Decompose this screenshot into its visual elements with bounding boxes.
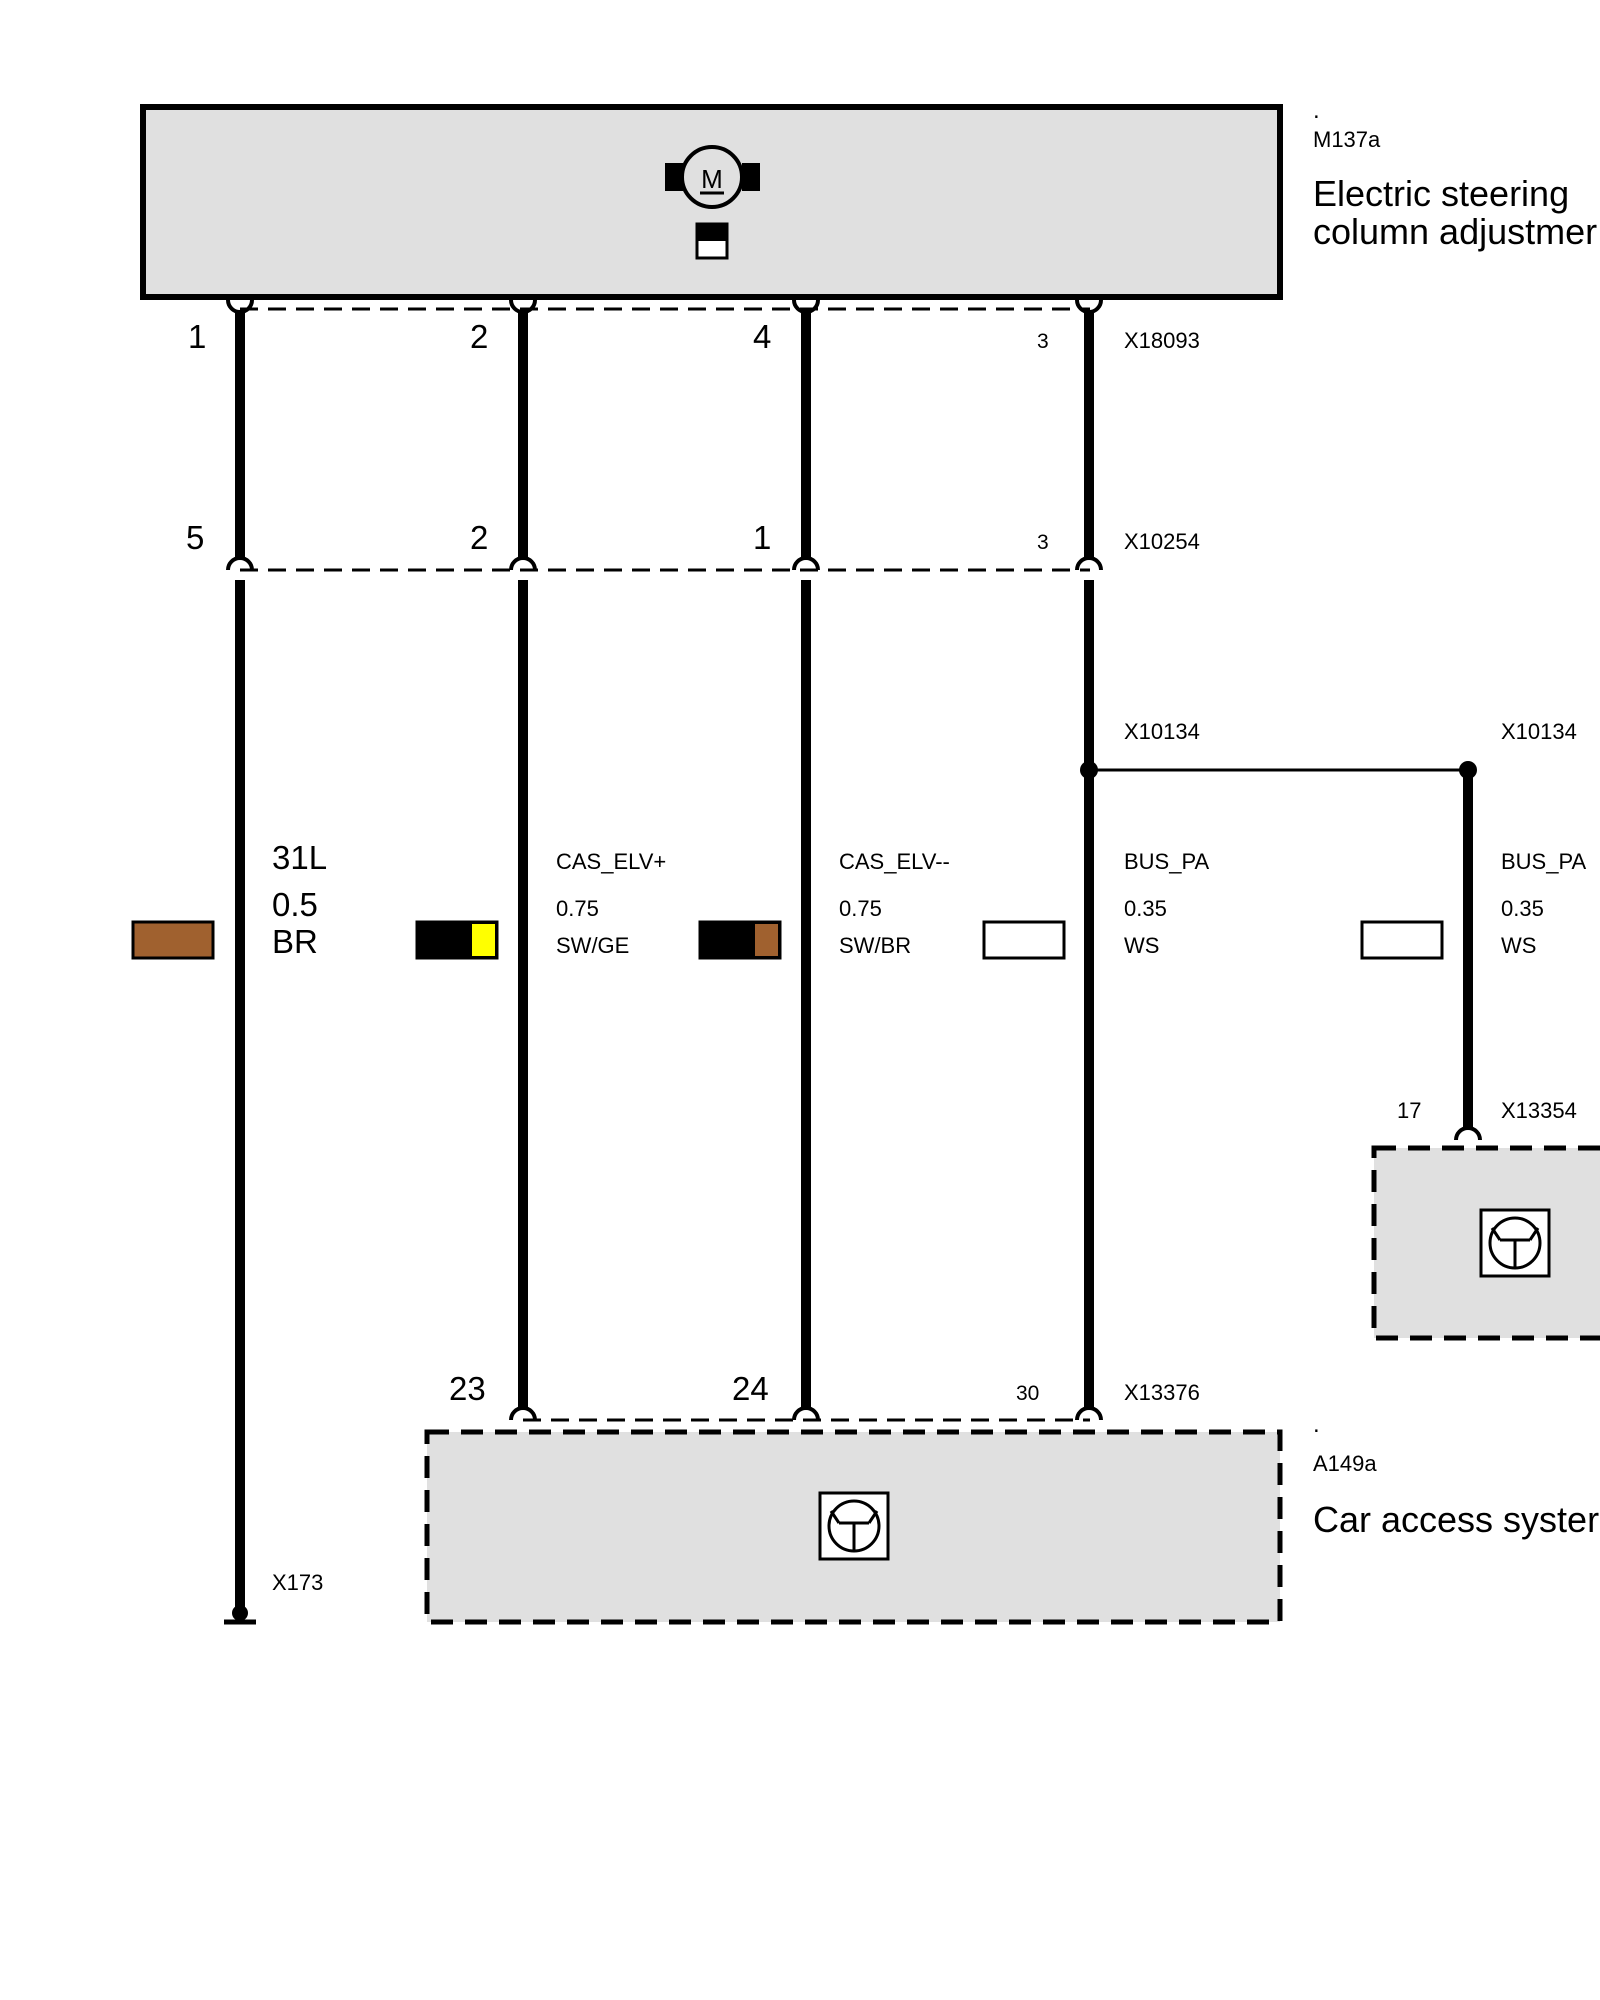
wire-cas-elv-minus-color: SW/BR xyxy=(839,933,911,958)
x13376-pin-24: 24 xyxy=(732,1370,769,1407)
wire-bus-pa-branch-size: 0.35 xyxy=(1501,896,1544,921)
x18093-pin-2: 2 xyxy=(470,318,488,355)
a149a-name: Car access syster xyxy=(1313,1499,1599,1540)
x10134-left-splice-dot xyxy=(1080,761,1098,779)
ground-icon xyxy=(224,1605,256,1625)
swatch-ws xyxy=(982,920,1066,960)
swatch-ws-branch xyxy=(1360,920,1444,960)
a149a-id-label: A149a xyxy=(1313,1451,1377,1476)
x13376-pin-30: 30 xyxy=(1016,1382,1039,1405)
x10134-right-splice-dot xyxy=(1459,761,1477,779)
a149a-dot: . xyxy=(1313,1411,1320,1438)
control-unit-icon xyxy=(1479,1208,1551,1278)
x10254-pin-1: 1 xyxy=(753,519,771,556)
wire-bus-pa-size: 0.35 xyxy=(1124,896,1167,921)
swatch-sw-br xyxy=(698,920,782,960)
m137a-id-label: M137a xyxy=(1313,127,1381,152)
x18093-pin-1: 1 xyxy=(188,318,206,355)
x10254-pin-3: 3 xyxy=(1037,531,1049,554)
x10254-pin-5: 5 xyxy=(186,519,204,556)
m137a-dot: . xyxy=(1313,97,1320,124)
m137a-name-line2: column adjustmer xyxy=(1313,211,1597,252)
swatch-sw-ge xyxy=(415,920,499,960)
wire-bus-pa-color: WS xyxy=(1124,933,1159,958)
swatch-br xyxy=(131,920,215,960)
x10134-right-id-label: X10134 xyxy=(1501,719,1577,744)
x18093-id-label: X18093 xyxy=(1124,328,1200,353)
motor-icon: M xyxy=(665,145,760,209)
x13376-pin-hooks xyxy=(509,1406,1103,1421)
wire-cas-elv-plus-signal: CAS_ELV+ xyxy=(556,849,666,874)
wire-cas-elv-minus-signal: CAS_ELV-- xyxy=(839,849,950,874)
x18093-pin-3: 3 xyxy=(1037,330,1049,353)
wire-31l-signal: 31L xyxy=(272,839,327,876)
x173-id-label: X173 xyxy=(272,1570,323,1595)
wire-cas-elv-plus-size: 0.75 xyxy=(556,896,599,921)
svg-text:M: M xyxy=(701,164,723,194)
x10254-id-label: X10254 xyxy=(1124,529,1200,554)
x10254-pin-hooks xyxy=(226,556,1103,571)
x10254-pin-2: 2 xyxy=(470,519,488,556)
wire-31l-color: BR xyxy=(272,923,318,960)
x10134-left-id-label: X10134 xyxy=(1124,719,1200,744)
wire-bus-pa-branch-signal: BUS_PA xyxy=(1501,849,1587,874)
x13354-pin-hook xyxy=(1454,1126,1482,1141)
wire-bus-pa-branch-color: WS xyxy=(1501,933,1536,958)
wire-cas-elv-plus-color: SW/GE xyxy=(556,933,629,958)
x13376-id-label: X13376 xyxy=(1124,1380,1200,1405)
m137a-name-line1: Electric steering xyxy=(1313,173,1569,214)
wire-bus-pa-signal: BUS_PA xyxy=(1124,849,1210,874)
x13354-pin-17: 17 xyxy=(1397,1098,1421,1123)
x13354-id-label: X13354 xyxy=(1501,1098,1577,1123)
x13376-pin-23: 23 xyxy=(449,1370,486,1407)
x18093-pin-4: 4 xyxy=(753,318,771,355)
motor-sensor-icon xyxy=(695,222,729,260)
wire-31l-size: 0.5 xyxy=(272,886,318,923)
control-unit-icon xyxy=(818,1491,890,1561)
wire-cas-elv-minus-size: 0.75 xyxy=(839,896,882,921)
